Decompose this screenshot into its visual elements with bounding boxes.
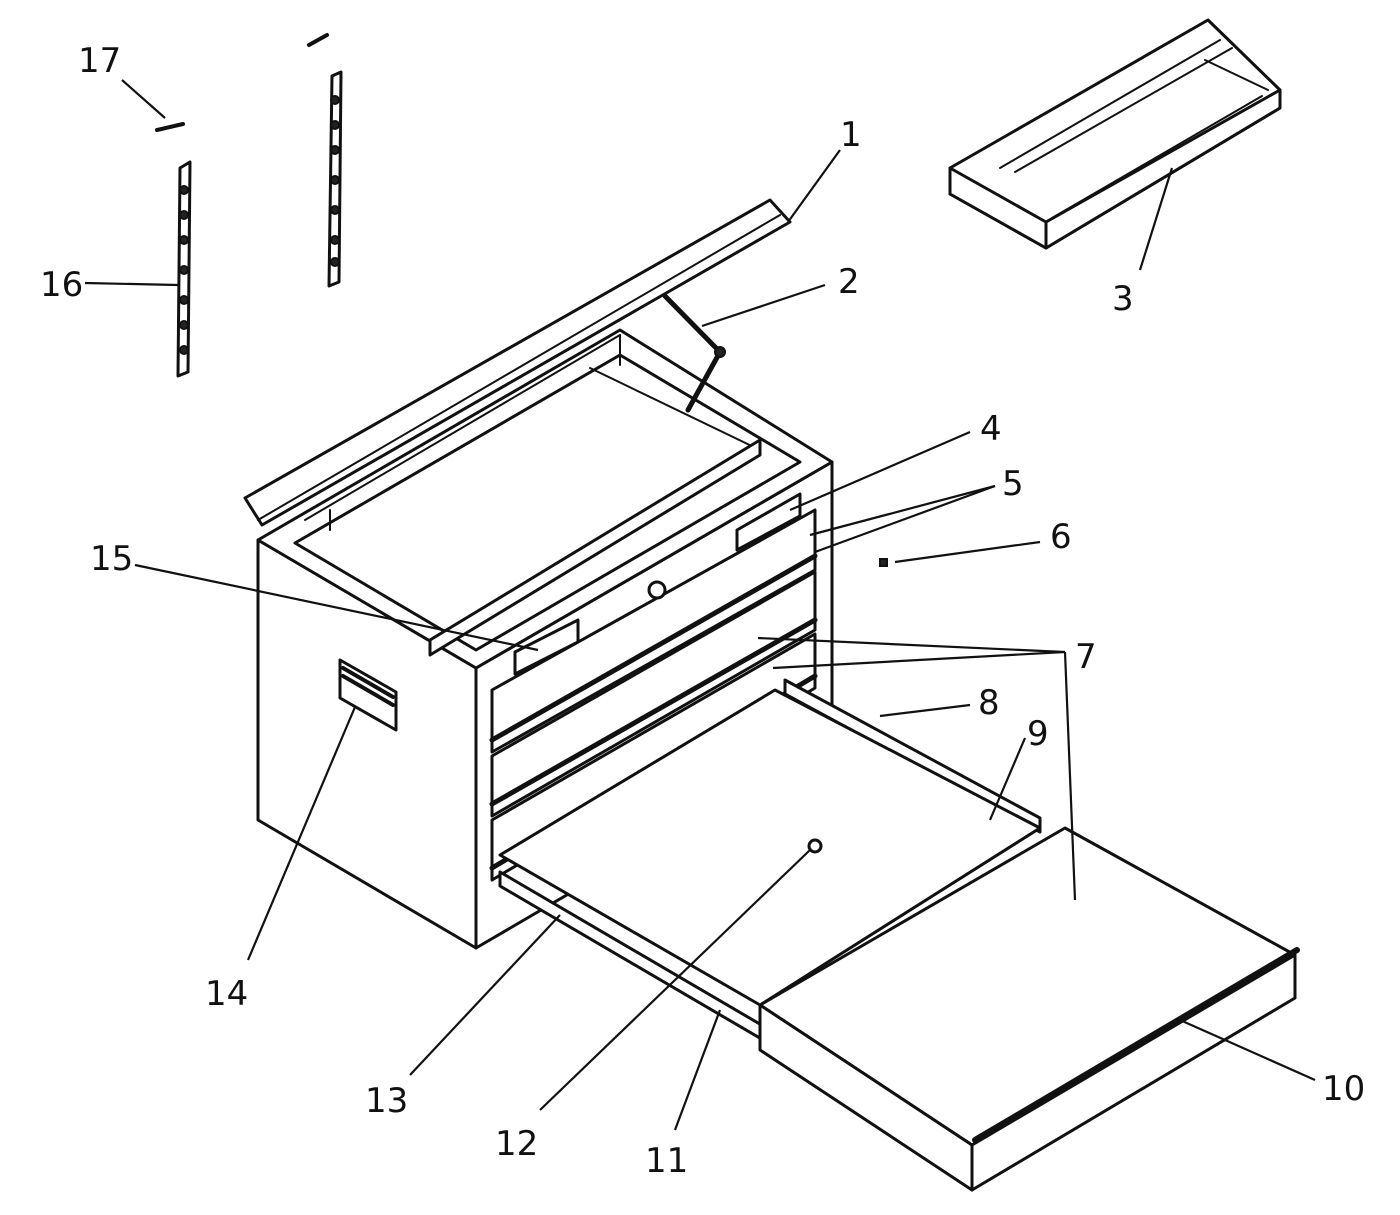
drawer-liner-clip [807, 838, 823, 854]
leader-lines [84, 79, 1316, 1131]
inner-tray-rail [428, 438, 762, 657]
hinge-pin-right [307, 33, 329, 47]
callout-4: 4 [980, 409, 1002, 449]
hinge-strip-left [176, 160, 192, 378]
tote-tray [948, 18, 1282, 250]
hinge-strip-right [327, 70, 343, 288]
callout-12: 12 [495, 1124, 538, 1164]
callout-8: 8 [978, 683, 1000, 723]
drawer-label-left [513, 618, 580, 676]
callout-9: 9 [1027, 714, 1049, 754]
callout-1: 1 [840, 115, 862, 155]
callout-labels: 1 2 3 4 5 6 7 8 9 10 11 12 13 14 15 16 1… [40, 41, 1365, 1181]
callout-6: 6 [1050, 517, 1072, 557]
screw [879, 558, 888, 567]
callout-17: 17 [78, 41, 121, 81]
callout-3: 3 [1112, 279, 1134, 319]
callout-13: 13 [365, 1081, 408, 1121]
callout-15: 15 [90, 539, 133, 579]
side-handle [338, 658, 398, 732]
callout-2: 2 [838, 262, 860, 302]
callout-14: 14 [205, 974, 248, 1014]
lock-cylinder [647, 580, 667, 600]
hinge-pin-left [155, 122, 185, 132]
open-drawer [498, 678, 1300, 1192]
drawer-stack [489, 508, 818, 882]
callout-16: 16 [40, 265, 83, 305]
lid-support-stay [662, 293, 726, 413]
callout-11: 11 [645, 1141, 688, 1181]
callout-10: 10 [1322, 1069, 1365, 1109]
callout-7: 7 [1075, 637, 1097, 677]
lid [243, 198, 792, 527]
callout-5: 5 [1002, 464, 1024, 504]
drawer-label-right [735, 492, 802, 552]
